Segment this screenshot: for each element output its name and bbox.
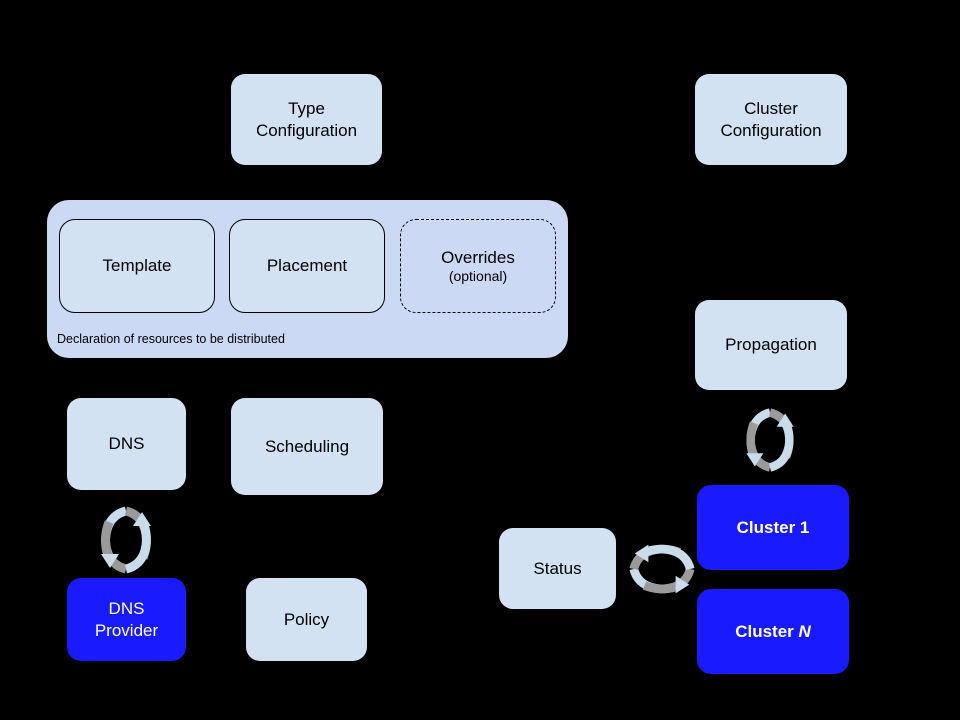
node-placement[interactable]: Placement [229,219,385,313]
node-dns-provider[interactable]: DNS Provider [67,578,186,661]
label-prefix: Cluster [735,621,799,641]
node-overrides-label: Overrides (optional) [441,247,515,286]
label-line-1: DNS [108,599,145,619]
node-type-configuration[interactable]: Type Configuration [231,74,382,165]
sync-arrows-icon-dns [101,506,151,574]
label-line-2: Configuration [720,120,822,140]
sync-arrows-icon-status [629,544,695,594]
node-dns-provider-label: DNS Provider [95,598,158,641]
node-template-label: Template [102,256,172,276]
node-dns[interactable]: DNS [67,398,186,490]
label-line-2: Configuration [255,120,358,140]
node-status[interactable]: Status [499,528,616,609]
node-cluster-n-label: Cluster N [735,621,811,642]
label-suffix: 1 [799,517,810,537]
node-propagation[interactable]: Propagation [695,300,847,390]
label-line-2: (optional) [448,267,508,284]
node-overrides[interactable]: Overrides (optional) [400,219,556,313]
node-template[interactable]: Template [59,219,215,313]
node-cluster-1-label: Cluster 1 [737,517,810,538]
node-policy-label: Policy [283,609,330,629]
node-type-configuration-label: Type Configuration [256,98,357,141]
label-prefix: Cluster [736,517,800,537]
label-line-1: Cluster [744,99,798,119]
sync-arrows-icon-propagation [746,408,794,472]
label-suffix: N [798,621,811,641]
node-cluster-n[interactable]: Cluster N [697,589,849,674]
node-status-label: Status [533,558,582,578]
node-propagation-label: Propagation [725,335,817,355]
label-line-1: Type [288,99,325,119]
group-caption: Declaration of resources to be distribut… [57,332,285,346]
node-cluster-1[interactable]: Cluster 1 [697,485,849,570]
node-cluster-configuration[interactable]: Cluster Configuration [695,74,847,165]
node-policy[interactable]: Policy [246,578,367,661]
label-line-1: Overrides [441,247,515,267]
label-line-2: Provider [94,620,159,640]
node-placement-label: Placement [266,256,348,276]
node-dns-label: DNS [108,434,145,454]
node-scheduling[interactable]: Scheduling [231,398,383,495]
node-cluster-configuration-label: Cluster Configuration [720,98,821,141]
node-scheduling-label: Scheduling [264,436,350,456]
